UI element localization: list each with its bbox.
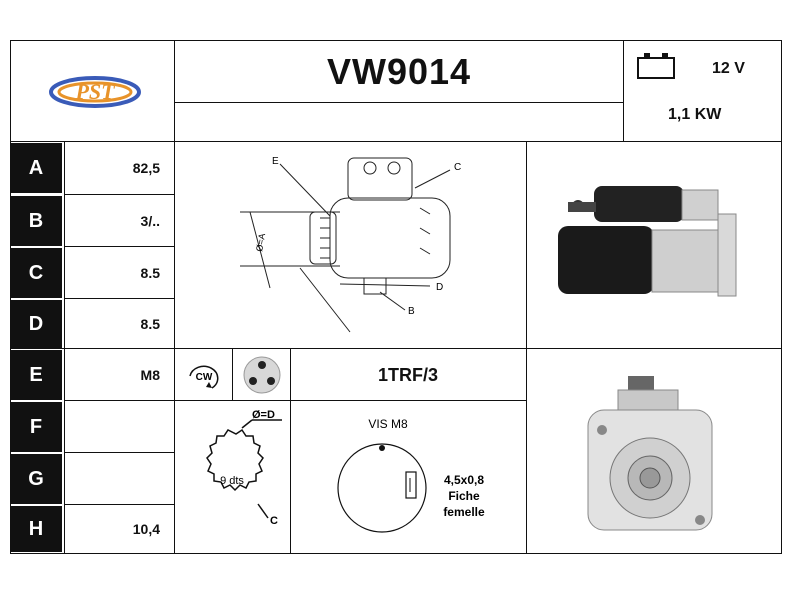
grid-line [10, 348, 782, 349]
value-c: 8.5 [140, 265, 160, 281]
letter-a: A [10, 143, 62, 193]
logo-text: PST [74, 79, 116, 104]
grid-line [64, 504, 174, 505]
letter-h: H [10, 506, 62, 552]
brand-logo: PST [40, 62, 150, 122]
letter-e: E [10, 350, 62, 400]
letter-g: G [10, 454, 62, 504]
letter-d: D [10, 300, 62, 348]
grid-line [526, 141, 527, 554]
battery-icon [636, 50, 676, 80]
value-b: 3/.. [140, 213, 160, 229]
value-f [64, 402, 170, 452]
connector-femelle-label: femelle [443, 505, 485, 519]
grid-line [10, 141, 782, 142]
mounting-code: 1TRF/3 [377, 364, 438, 385]
screw-label: VIS M8 [368, 417, 408, 431]
gear-teeth-label: 9 dts [220, 475, 244, 487]
starter-photo-side [548, 176, 748, 304]
pinion-gear-drawing: Ø=D 9 dts C [178, 406, 288, 548]
letter-f: F [10, 402, 62, 452]
value-g [64, 454, 170, 504]
grid-line [174, 102, 623, 103]
value-a: 82,5 [132, 160, 160, 176]
gear-c-label: C [270, 515, 278, 527]
grid-line [64, 246, 174, 247]
letter-b: B [10, 196, 62, 246]
diagram-label-b: B [408, 306, 415, 317]
rotation-label: CW [196, 372, 213, 383]
gear-diameter-label: Ø=D [252, 409, 275, 421]
grid-line [232, 348, 233, 400]
grid-line [64, 141, 65, 554]
starter-photo-front [568, 370, 728, 540]
grid-line [623, 40, 624, 142]
connector-fiche-label: Fiche [448, 489, 480, 503]
grid-line [174, 40, 175, 554]
grid-line [64, 298, 174, 299]
letter-c: C [10, 248, 62, 298]
grid-line [290, 348, 291, 554]
diagram-label-c: C [454, 162, 461, 173]
part-number-title: VW9014 [326, 51, 472, 92]
diagram-label-e: E [272, 156, 279, 167]
power-value: 1,1 KW [668, 106, 722, 123]
voltage-value: 12 V [712, 60, 745, 77]
connector-size-label: 4,5x0,8 [444, 473, 484, 487]
flange-icon [240, 354, 284, 396]
diagram-label-d: D [436, 282, 443, 293]
grid-line [64, 452, 174, 453]
connector-drawing: VIS M8 4,5x0,8 Fiche femelle [296, 406, 522, 548]
grid-line [64, 194, 174, 195]
starter-line-drawing: E C D B Ø=A [180, 148, 520, 344]
value-e: M8 [140, 367, 160, 383]
value-h: 10,4 [132, 521, 160, 537]
diagram-label-dia-a: Ø=A [254, 233, 267, 253]
grid-line [64, 400, 526, 401]
value-d: 8.5 [140, 316, 160, 332]
rotation-cw-icon: CW [182, 358, 226, 394]
